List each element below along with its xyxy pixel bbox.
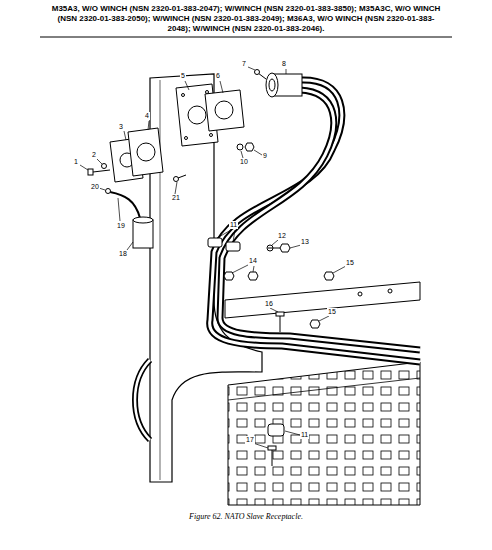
callout-number: 5 bbox=[180, 72, 186, 80]
callout-number: 1 bbox=[73, 158, 79, 166]
header-rule bbox=[40, 37, 452, 38]
clamp bbox=[208, 238, 290, 280]
callout-number: 2 bbox=[91, 151, 97, 159]
callout-number: 8 bbox=[281, 60, 287, 68]
callout-number: 13 bbox=[300, 238, 310, 246]
callout-number: 20 bbox=[90, 183, 100, 191]
figure-caption: Figure 62. NATO Slave Receptacle. bbox=[96, 512, 396, 521]
callout-number: 3 bbox=[118, 123, 124, 131]
cover-plate bbox=[110, 128, 163, 182]
clamp bbox=[268, 424, 284, 466]
callout-number: 11 bbox=[229, 221, 238, 229]
callout-number: 19 bbox=[116, 222, 126, 230]
frame-rail bbox=[225, 282, 420, 318]
screw bbox=[174, 175, 187, 182]
callout-number: 15 bbox=[345, 259, 355, 267]
callout-number: 16 bbox=[264, 300, 274, 308]
gasket bbox=[205, 90, 244, 131]
callout-number: 15 bbox=[327, 308, 337, 316]
slave-receptacle bbox=[266, 73, 302, 97]
callout-number: 6 bbox=[215, 72, 221, 80]
callout-number: 7 bbox=[241, 60, 247, 68]
callout-number: 4 bbox=[144, 112, 150, 120]
capacitor bbox=[106, 189, 154, 249]
nut-washer bbox=[237, 143, 254, 151]
engine-block bbox=[228, 362, 420, 505]
screw bbox=[88, 164, 110, 176]
heading: M35A3, W/O WINCH (NSN 2320-01-383-2047);… bbox=[50, 4, 442, 34]
callout-number: 14 bbox=[248, 257, 258, 265]
callout-number: 10 bbox=[239, 158, 249, 166]
slave-cable bbox=[135, 80, 420, 440]
callout-number: 17 bbox=[245, 436, 255, 444]
leader-line bbox=[80, 67, 346, 448]
callout-number: 11 bbox=[300, 431, 309, 439]
callout-number: 9 bbox=[262, 152, 268, 160]
fastener bbox=[276, 272, 334, 332]
callout-number: 21 bbox=[171, 194, 181, 202]
screw bbox=[255, 70, 267, 80]
callout-number: 12 bbox=[277, 232, 287, 240]
callout-number: 18 bbox=[118, 250, 128, 258]
